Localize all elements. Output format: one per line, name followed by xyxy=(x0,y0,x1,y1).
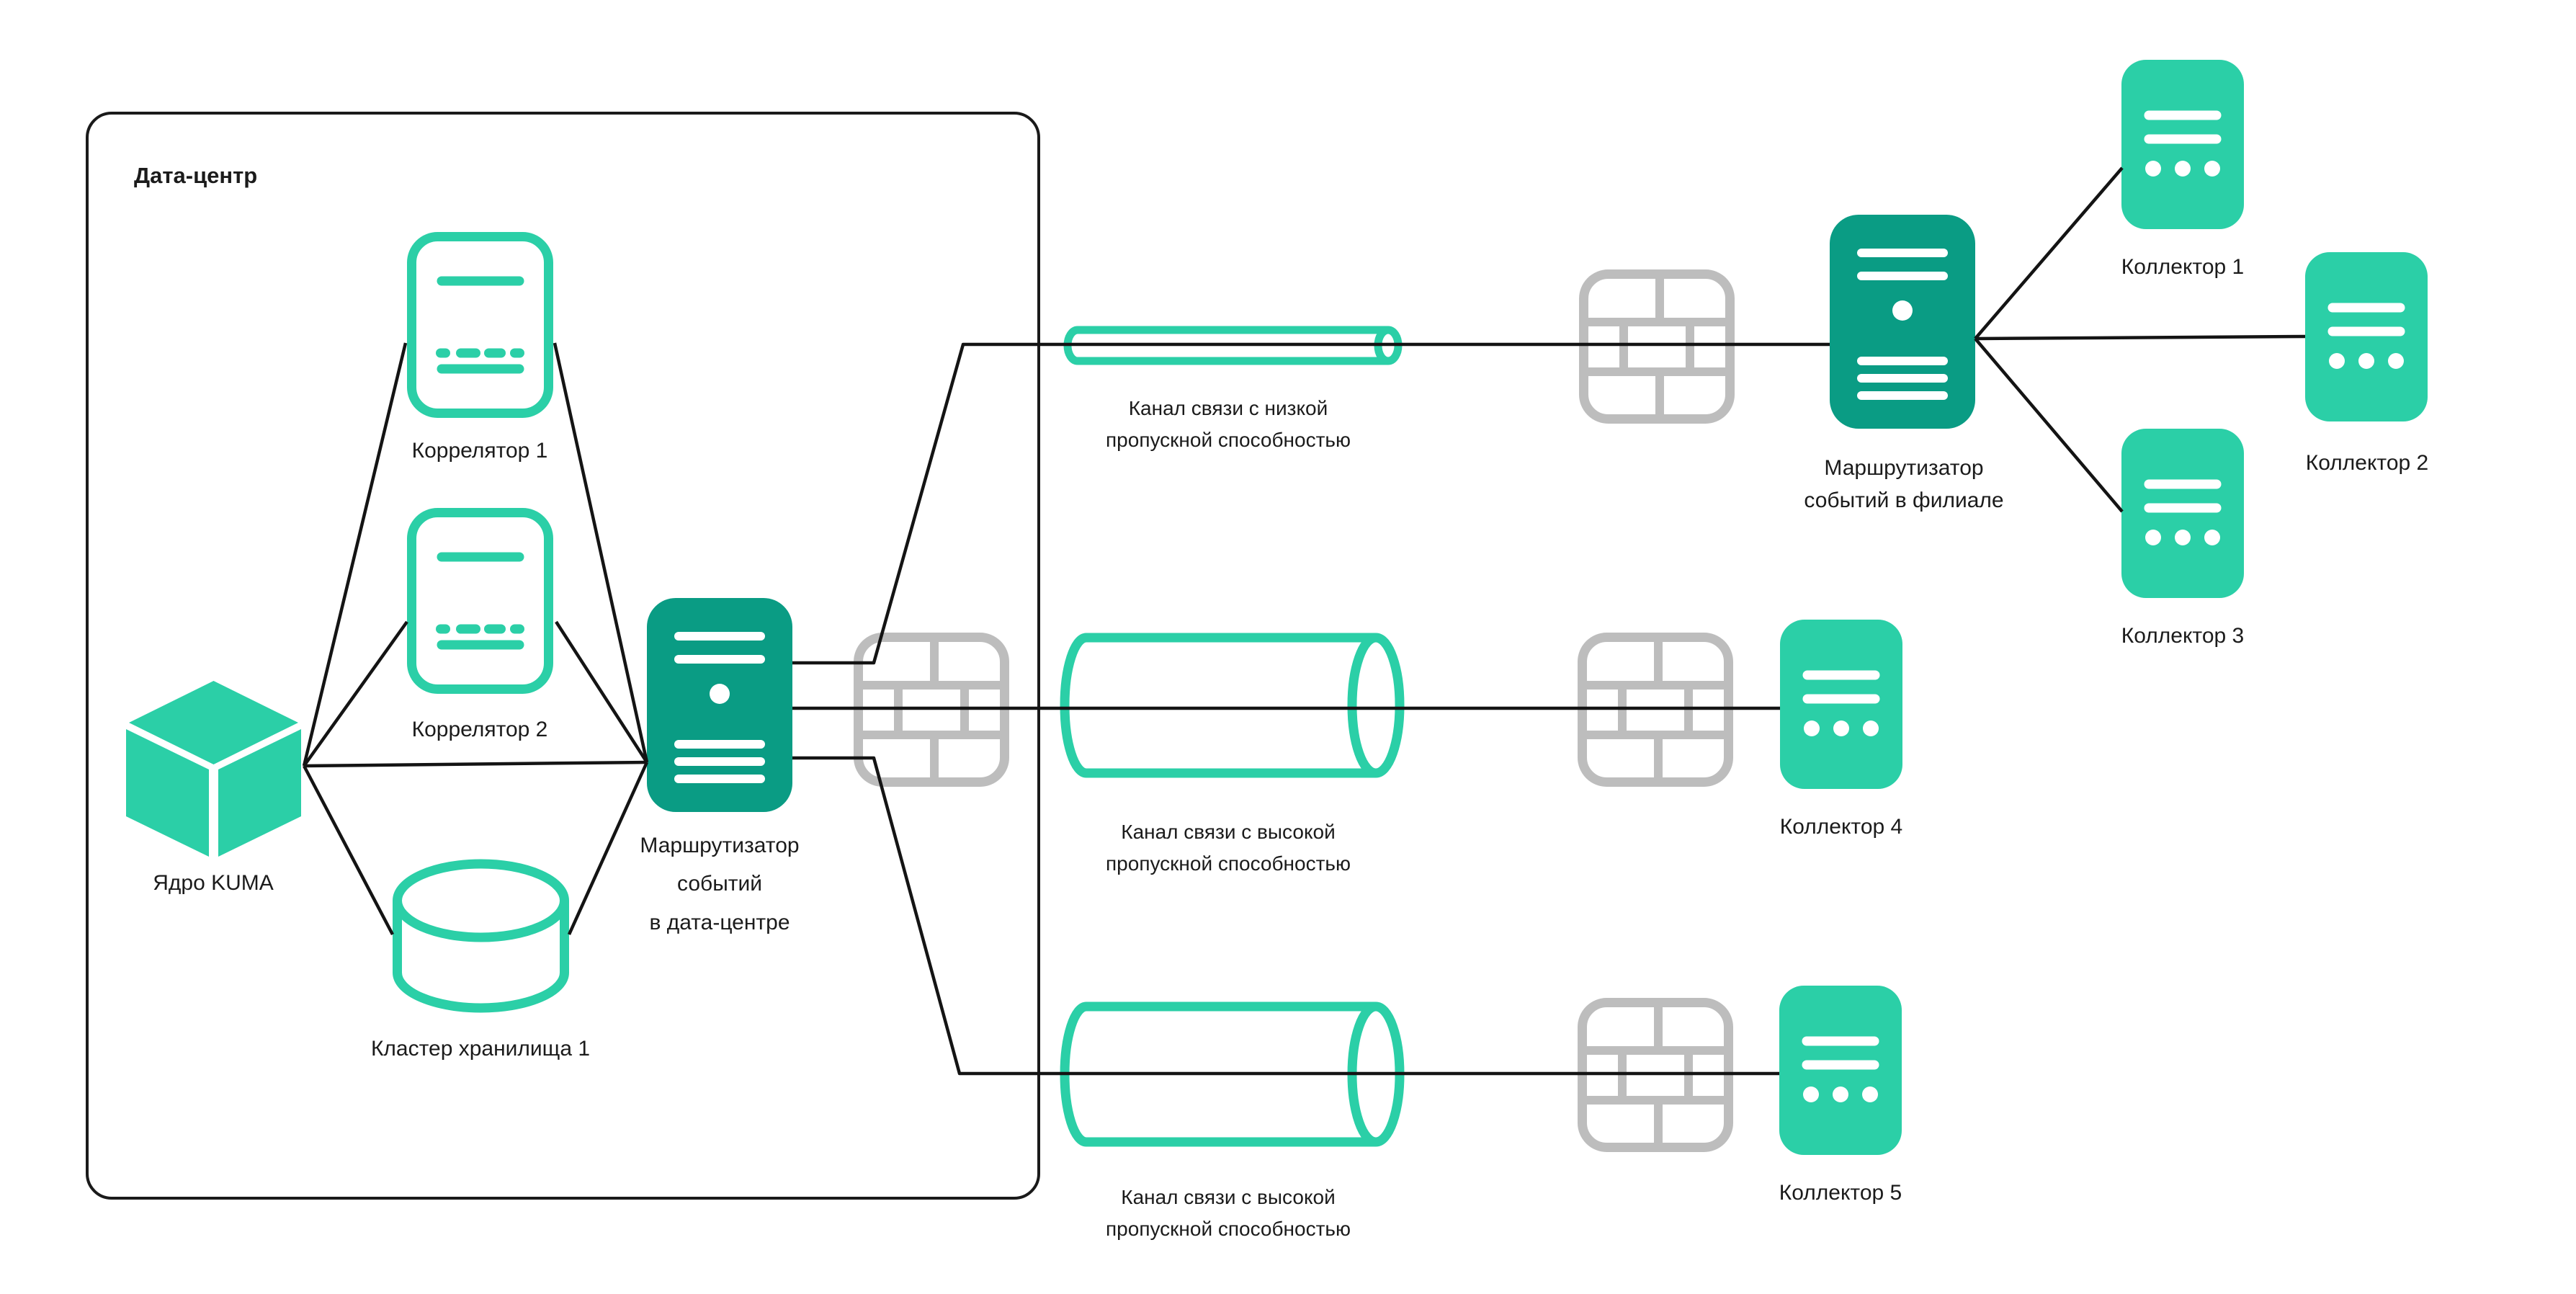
router-branch-label-line1: Маршрутизатор xyxy=(1824,456,1984,480)
collector3-label: Коллектор 3 xyxy=(2121,624,2245,648)
firewall-icon xyxy=(1578,998,1733,1152)
server-router-icon xyxy=(647,598,792,812)
channel-low-label: Канал связи с низкой пропускной способно… xyxy=(1048,393,1408,456)
server-router-icon xyxy=(1830,215,1975,429)
channel-high-bottom-label: Канал связи с высокой пропускной способн… xyxy=(1048,1182,1408,1245)
channel-high-bottom-label-line1: Канал связи с высокой xyxy=(1121,1186,1336,1208)
collector-icon xyxy=(2121,60,2244,229)
pipe-wide-icon xyxy=(1060,633,1403,778)
kuma-core-label: Ядро KUMA xyxy=(153,871,274,895)
router-dc-label-line2: событий xyxy=(676,872,763,896)
router-dc-label-line1: Маршрутизатор xyxy=(640,834,800,857)
correlator-icon xyxy=(407,232,553,418)
channel-high-bottom-label-line2: пропускной способностью xyxy=(1106,1218,1351,1241)
correlator-icon xyxy=(407,508,553,694)
cube-icon xyxy=(126,681,301,857)
storage-cluster-label: Кластер хранилища 1 xyxy=(370,1037,591,1061)
router-dc-label: Маршрутизатор событий в дата-центре xyxy=(540,826,900,942)
firewall-icon xyxy=(1578,633,1733,787)
wire-router-branch-collector2 xyxy=(1975,334,2306,341)
correlator2-label: Коррелятор 2 xyxy=(411,718,548,741)
channel-high-mid-label-line2: пропускной способностью xyxy=(1106,852,1351,875)
datacenter-title: Дата-центр xyxy=(134,163,258,188)
correlator1-label: Коррелятор 1 xyxy=(411,439,548,463)
firewall-icon xyxy=(1579,269,1735,424)
pipe-wide-icon xyxy=(1060,1001,1403,1147)
channel-high-mid-label: Канал связи с высокой пропускной способн… xyxy=(1048,816,1408,880)
channel-low-label-line1: Канал связи с низкой xyxy=(1128,397,1328,419)
collector5-label: Коллектор 5 xyxy=(1779,1181,1902,1205)
collector2-label: Коллектор 2 xyxy=(2305,451,2429,475)
channel-high-mid-label-line1: Канал связи с высокой xyxy=(1121,821,1336,843)
router-branch-label-line2: событий в филиале xyxy=(1804,488,2004,512)
router-branch-label: Маршрутизатор событий в филиале xyxy=(1724,452,2084,517)
channel-low-label-line2: пропускной способностью xyxy=(1106,429,1351,452)
collector1-label: Коллектор 1 xyxy=(2121,255,2245,279)
firewall-icon xyxy=(854,633,1009,787)
router-dc-label-line3: в дата-центре xyxy=(649,910,790,934)
pipe-thin-icon xyxy=(1060,326,1403,365)
collector-icon xyxy=(1780,620,1902,789)
collector4-label: Коллектор 4 xyxy=(1779,815,1903,839)
collector-icon xyxy=(1779,986,1902,1155)
